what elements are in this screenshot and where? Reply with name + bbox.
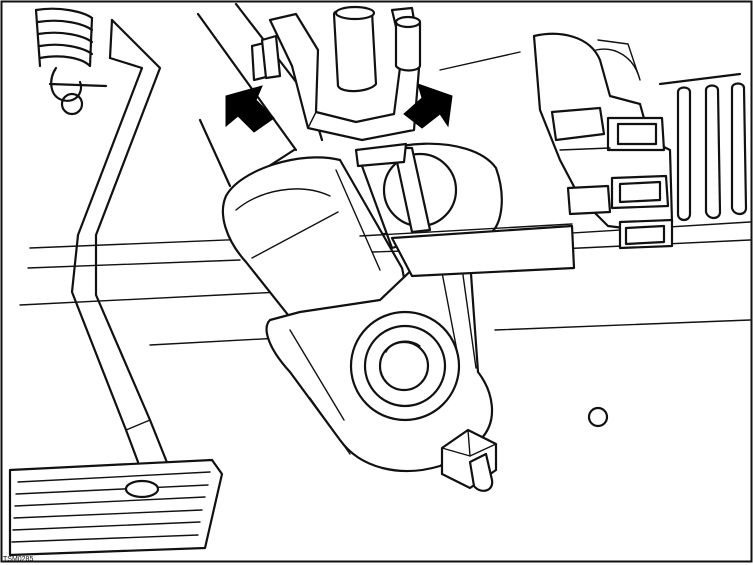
frame-hole	[587, 406, 609, 428]
return-spring	[34, 7, 108, 116]
slotted-plate	[658, 72, 748, 222]
right-indicator-arrow	[403, 83, 453, 129]
adjusting-bolt	[440, 428, 498, 492]
clevis-fork	[250, 5, 422, 142]
actuating-lever	[221, 156, 406, 352]
figure-reference-code: TSM0285	[3, 556, 34, 563]
linkage-plates	[532, 32, 674, 250]
clevis-rod	[354, 142, 576, 278]
pedal-arm	[70, 18, 170, 467]
left-indicator-arrow	[225, 85, 275, 133]
foot-pedal	[8, 458, 224, 557]
